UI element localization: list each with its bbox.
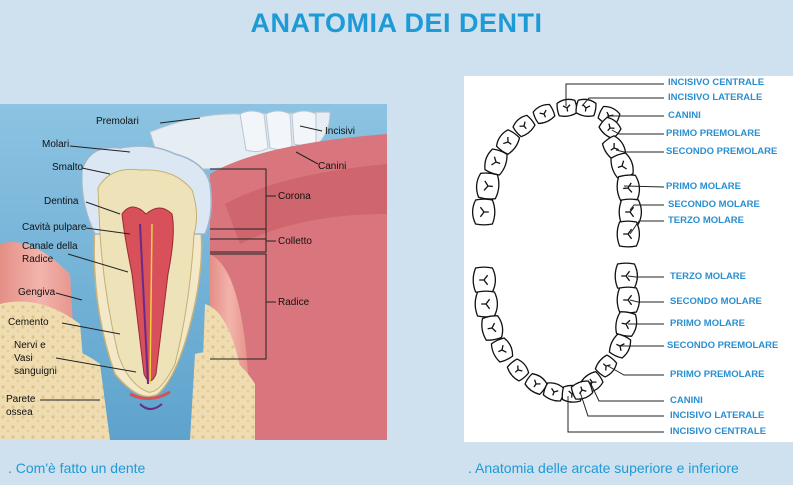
upper-tooth-right-2 xyxy=(598,116,622,140)
upper-label-5: PRIMO MOLARE xyxy=(666,181,741,192)
lower-leader-1 xyxy=(629,299,664,303)
upper-tooth-left-1 xyxy=(532,103,556,125)
upper-label-3: PRIMO PREMOLARE xyxy=(666,128,761,139)
lower-tooth-left-2 xyxy=(481,315,504,341)
tooth-illustration xyxy=(0,104,387,440)
upper-leader-0 xyxy=(565,83,664,106)
lower-label-6: INCISIVO LATERALE xyxy=(670,410,765,421)
lower-tooth-right-4 xyxy=(594,354,618,378)
upper-label-2: CANINI xyxy=(668,110,701,121)
label-nervi-2: Vasi xyxy=(14,353,33,364)
label-nervi-1: Nervi e xyxy=(14,340,46,351)
upper-label-0: INCISIVO CENTRALE xyxy=(668,77,765,88)
page-title: ANATOMIA DEI DENTI xyxy=(250,8,543,38)
label-parete-1: Parete xyxy=(6,394,36,405)
arches-diagram: INCISIVO CENTRALE INCISIVO LATERALE CANI… xyxy=(464,76,793,442)
label-premolari: Premolari xyxy=(96,116,139,127)
upper-label-7: TERZO MOLARE xyxy=(668,215,744,226)
label-corona: Corona xyxy=(278,191,311,202)
label-canini: Canini xyxy=(318,161,347,172)
label-cavita: Cavità pulpare xyxy=(22,222,87,233)
lower-label-5: CANINI xyxy=(670,395,703,406)
lower-label-7: INCISIVO CENTRALE xyxy=(670,426,767,437)
label-nervi-3: sanguigni xyxy=(14,366,57,377)
caption-right: . Anatomia delle arcate superiore e infe… xyxy=(468,460,739,476)
lower-tooth-left-0 xyxy=(472,266,497,294)
upper-leader-6 xyxy=(629,204,664,211)
label-radice: Radice xyxy=(278,297,310,308)
lower-label-4: PRIMO PREMOLARE xyxy=(670,369,765,380)
label-dentina: Dentina xyxy=(44,196,79,207)
lower-label-3: SECONDO PREMOLARE xyxy=(667,340,779,351)
lower-leader-0 xyxy=(627,275,664,278)
upper-tooth-left-5 xyxy=(475,172,500,200)
upper-tooth-left-2 xyxy=(512,114,536,138)
lower-tooth-left-6 xyxy=(542,382,566,402)
upper-leader-7 xyxy=(629,220,664,235)
lower-leader-5 xyxy=(589,381,664,402)
upper-leader-5 xyxy=(623,185,665,188)
upper-tooth-left-0 xyxy=(556,98,578,117)
lower-tooth-left-4 xyxy=(506,358,530,382)
lower-tooth-right-1 xyxy=(616,286,641,314)
label-colletto: Colletto xyxy=(278,236,312,247)
lower-tooth-left-5 xyxy=(524,372,548,396)
lower-tooth-left-3 xyxy=(490,337,514,363)
label-canale-1: Canale della xyxy=(22,241,78,252)
lower-tooth-right-6 xyxy=(570,380,594,400)
label-incisivi: Incisivi xyxy=(325,126,356,137)
lower-label-2: PRIMO MOLARE xyxy=(670,318,745,329)
upper-label-4: SECONDO PREMOLARE xyxy=(666,146,778,157)
upper-label-6: SECONDO MOLARE xyxy=(668,199,760,210)
label-canale-2: Radice xyxy=(22,254,54,265)
label-cemento: Cemento xyxy=(8,317,49,328)
lower-tooth-left-1 xyxy=(474,290,499,318)
upper-label-1: INCISIVO LATERALE xyxy=(668,92,763,103)
upper-tooth-right-5 xyxy=(616,174,641,202)
label-smalto: Smalto xyxy=(52,162,84,173)
upper-leader-1 xyxy=(581,97,664,107)
arches-illustration xyxy=(471,83,665,433)
tooth-diagram: Premolari Incisivi Molari Canini Smalto … xyxy=(0,104,387,440)
label-molari: Molari xyxy=(42,139,70,150)
lower-leader-6 xyxy=(579,391,664,417)
lower-leader-4 xyxy=(607,365,664,376)
upper-leader-4 xyxy=(615,149,664,153)
label-parete-2: ossea xyxy=(6,407,33,418)
lower-tooth-right-2 xyxy=(615,311,638,337)
lower-label-0: TERZO MOLARE xyxy=(670,271,746,282)
label-gengiva: Gengiva xyxy=(18,287,56,298)
upper-tooth-right-7 xyxy=(616,220,641,248)
lower-label-1: SECONDO MOLARE xyxy=(670,296,762,307)
lower-leader-7 xyxy=(567,396,664,433)
upper-leader-3 xyxy=(611,129,664,135)
upper-tooth-right-0 xyxy=(575,98,597,117)
upper-tooth-left-6 xyxy=(471,198,496,226)
caption-left: . Com'è fatto un dente xyxy=(8,460,146,476)
lower-tooth-right-0 xyxy=(614,262,639,290)
